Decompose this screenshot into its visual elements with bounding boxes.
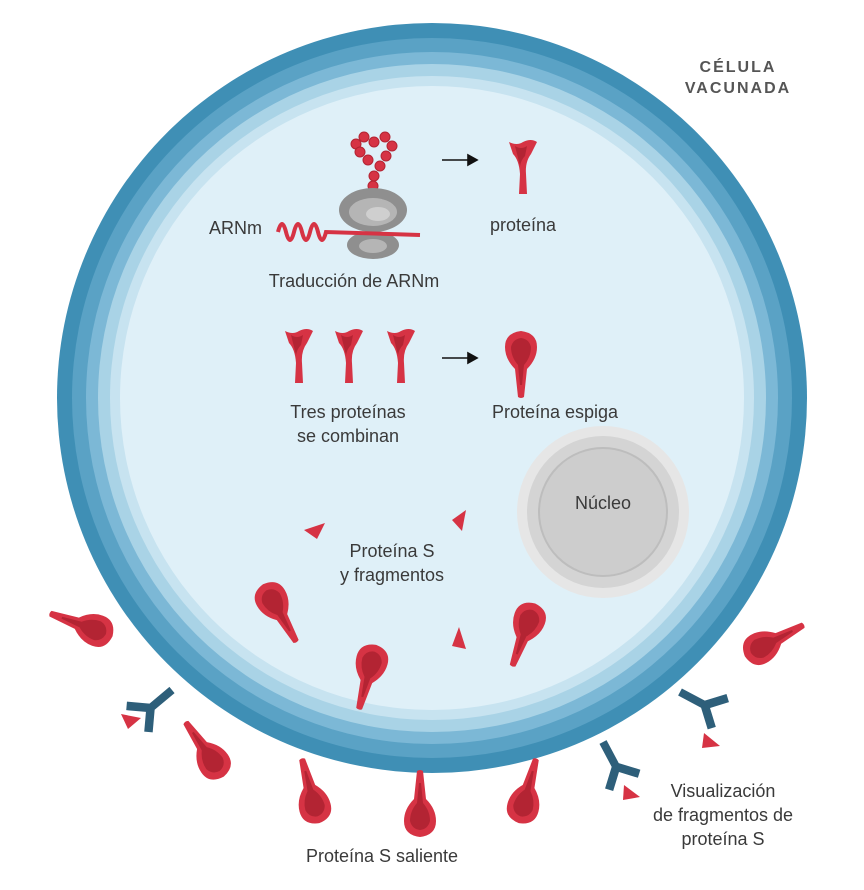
s-fragments-label-line2: y fragmentos: [340, 565, 444, 585]
antigen-receptor: [122, 674, 185, 737]
display-label-line1: Visualización: [671, 781, 776, 801]
cytoplasm: [120, 86, 744, 710]
nucleus-label: Núcleo: [575, 493, 631, 513]
peptide-chain: [350, 131, 398, 192]
diagram-title-line1: CÉLULA: [700, 57, 777, 76]
mrna-label: ARNm: [209, 218, 262, 238]
antigen-receptor: [585, 732, 644, 794]
three-proteins-label-line1: Tres proteínas: [290, 402, 405, 422]
protein-label: proteína: [490, 215, 557, 235]
display-label-line3: proteína S: [681, 829, 764, 849]
translation-label: Traducción de ARNm: [269, 271, 439, 291]
antigen-receptor: [670, 674, 732, 733]
surface-spike-protein: [172, 712, 237, 786]
protein-fragments: [304, 510, 466, 649]
displayed-fragment: [121, 714, 141, 729]
protruding-spike-label: Proteína S saliente: [306, 846, 458, 866]
arrow-icon: [442, 351, 479, 365]
surface-spike-protein: [286, 754, 335, 828]
three-proteins-label-line2: se combinan: [297, 426, 399, 446]
displayed-fragment: [623, 785, 640, 800]
nucleus: [517, 426, 689, 598]
display-label-line2: de fragmentos de: [653, 805, 793, 825]
displayed-fragment: [702, 733, 720, 748]
surface-spike-protein: [503, 754, 552, 828]
arrow-icon: [442, 153, 479, 167]
surface-spike-protein: [44, 598, 119, 652]
spike-label: Proteína espiga: [492, 402, 619, 422]
diagram-title-line2: VACUNADA: [685, 80, 791, 97]
s-fragments-label-line1: Proteína S: [349, 541, 434, 561]
surface-spike-protein: [737, 610, 812, 671]
surface-spike-protein: [404, 770, 436, 837]
ribosome-with-mrna: [276, 131, 421, 259]
